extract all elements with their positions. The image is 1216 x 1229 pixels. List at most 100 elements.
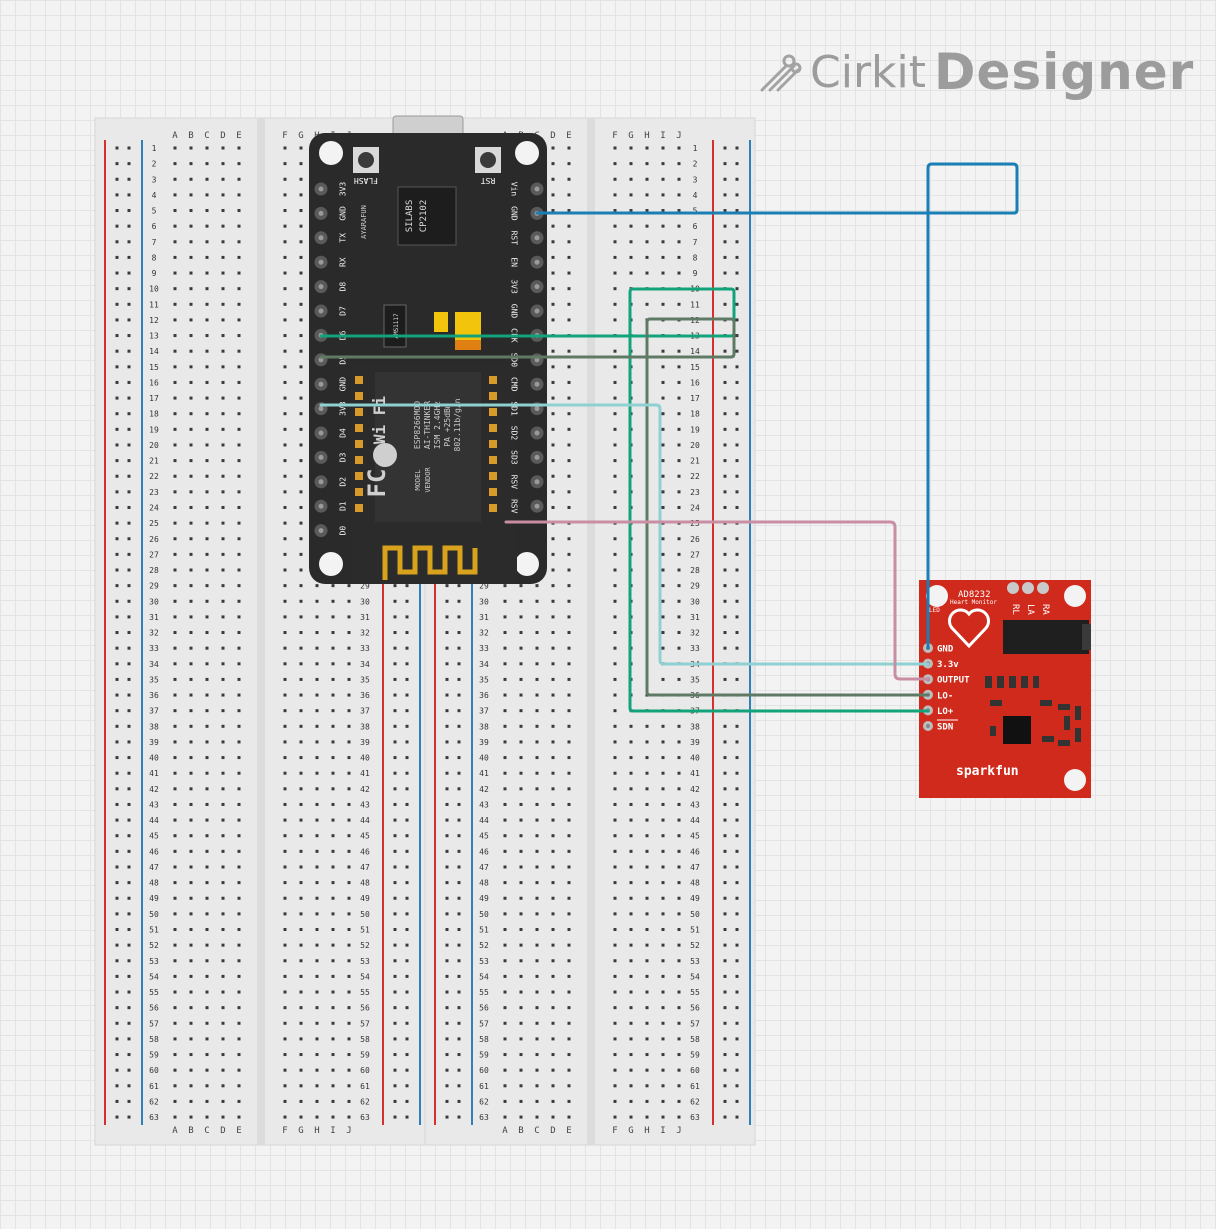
breadboard-hole[interactable] [551,380,555,384]
breadboard-hole[interactable] [237,568,241,572]
breadboard-hole[interactable] [535,881,539,885]
breadboard-hole[interactable] [535,896,539,900]
rail-hole[interactable] [393,724,397,728]
breadboard-hole[interactable] [677,537,681,541]
rail-hole[interactable] [735,177,739,181]
breadboard-hole[interactable] [567,271,571,275]
rail-hole[interactable] [457,1053,461,1057]
breadboard-hole[interactable] [173,1053,177,1057]
breadboard-hole[interactable] [613,615,617,619]
rail-hole[interactable] [405,974,409,978]
breadboard-hole[interactable] [189,302,193,306]
breadboard-hole[interactable] [661,443,665,447]
rail-hole[interactable] [115,771,119,775]
rail-hole[interactable] [735,490,739,494]
breadboard-hole[interactable] [567,1068,571,1072]
breadboard-hole[interactable] [567,490,571,494]
breadboard-hole[interactable] [299,818,303,822]
rail-hole[interactable] [393,1115,397,1119]
breadboard-hole[interactable] [299,474,303,478]
rail-hole[interactable] [405,1115,409,1119]
rail-hole[interactable] [405,646,409,650]
breadboard-hole[interactable] [331,865,335,869]
rail-hole[interactable] [393,881,397,885]
breadboard-hole[interactable] [221,521,225,525]
breadboard-hole[interactable] [567,802,571,806]
breadboard-hole[interactable] [237,490,241,494]
rail-hole[interactable] [115,740,119,744]
breadboard-hole[interactable] [613,271,617,275]
breadboard-hole[interactable] [677,349,681,353]
breadboard-hole[interactable] [189,490,193,494]
breadboard-hole[interactable] [173,802,177,806]
breadboard-hole[interactable] [551,724,555,728]
rail-hole[interactable] [127,318,131,322]
breadboard-hole[interactable] [551,412,555,416]
breadboard-hole[interactable] [205,365,209,369]
breadboard-hole[interactable] [567,302,571,306]
breadboard-hole[interactable] [221,990,225,994]
rail-hole[interactable] [127,505,131,509]
breadboard-hole[interactable] [613,631,617,635]
rail-hole[interactable] [115,1006,119,1010]
rail-hole[interactable] [127,459,131,463]
breadboard-hole[interactable] [613,193,617,197]
rail-hole[interactable] [115,224,119,228]
breadboard-hole[interactable] [629,990,633,994]
rail-hole[interactable] [735,318,739,322]
breadboard-hole[interactable] [677,1115,681,1119]
breadboard-hole[interactable] [677,740,681,744]
breadboard-hole[interactable] [205,584,209,588]
rail-hole[interactable] [127,599,131,603]
breadboard-hole[interactable] [613,349,617,353]
breadboard-hole[interactable] [205,599,209,603]
breadboard-hole[interactable] [283,849,287,853]
rail-hole[interactable] [445,787,449,791]
breadboard-hole[interactable] [661,537,665,541]
rail-hole[interactable] [405,959,409,963]
breadboard-hole[interactable] [567,177,571,181]
rail-hole[interactable] [457,912,461,916]
rail-hole[interactable] [735,974,739,978]
rail-hole[interactable] [735,990,739,994]
breadboard-hole[interactable] [205,834,209,838]
breadboard-hole[interactable] [503,709,507,713]
rail-hole[interactable] [405,771,409,775]
breadboard-hole[interactable] [645,162,649,166]
rail-hole[interactable] [115,412,119,416]
breadboard-hole[interactable] [283,709,287,713]
breadboard-hole[interactable] [551,990,555,994]
breadboard-hole[interactable] [205,709,209,713]
breadboard-hole[interactable] [661,646,665,650]
breadboard-hole[interactable] [237,1006,241,1010]
breadboard-hole[interactable] [519,709,523,713]
breadboard-hole[interactable] [283,193,287,197]
rail-hole[interactable] [405,677,409,681]
breadboard-hole[interactable] [283,427,287,431]
rail-hole[interactable] [735,162,739,166]
breadboard-hole[interactable] [661,365,665,369]
breadboard-hole[interactable] [189,427,193,431]
breadboard-hole[interactable] [315,990,319,994]
rail-hole[interactable] [457,771,461,775]
breadboard-hole[interactable] [535,1084,539,1088]
breadboard-hole[interactable] [237,802,241,806]
breadboard-hole[interactable] [173,740,177,744]
breadboard-hole[interactable] [567,287,571,291]
rail-hole[interactable] [393,584,397,588]
breadboard-hole[interactable] [613,459,617,463]
breadboard-hole[interactable] [535,771,539,775]
breadboard-hole[interactable] [645,896,649,900]
rail-hole[interactable] [735,834,739,838]
rail-hole[interactable] [735,349,739,353]
breadboard-hole[interactable] [503,1006,507,1010]
rail-hole[interactable] [405,1068,409,1072]
rail-hole[interactable] [457,615,461,619]
rail-hole[interactable] [127,380,131,384]
breadboard-hole[interactable] [551,162,555,166]
breadboard-hole[interactable] [503,896,507,900]
breadboard-hole[interactable] [221,146,225,150]
breadboard-hole[interactable] [677,396,681,400]
breadboard-hole[interactable] [551,302,555,306]
breadboard-hole[interactable] [503,1068,507,1072]
